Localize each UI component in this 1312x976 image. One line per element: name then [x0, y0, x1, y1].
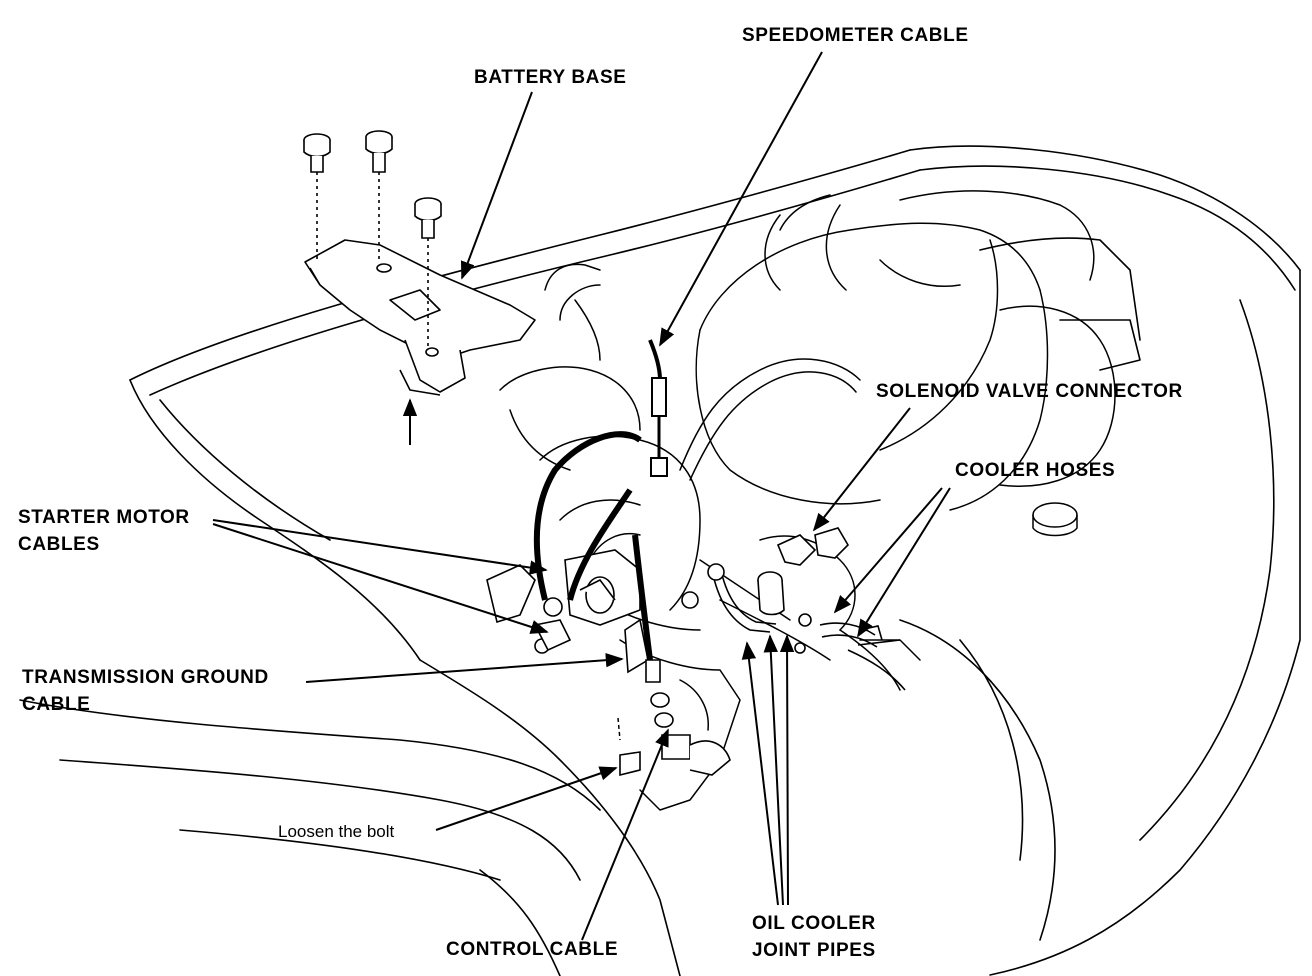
bolt-3: [415, 198, 441, 350]
solenoid-connector-part: [758, 528, 848, 615]
label-cooler-hoses: COOLER HOSES: [955, 457, 1115, 484]
label-solenoid-valve-connector: SOLENOID VALVE CONNECTOR: [876, 378, 1183, 405]
cooler-hoses-part: [820, 623, 905, 690]
label-speedometer-cable: SPEEDOMETER CABLE: [742, 22, 969, 49]
label-battery-base-text: BATTERY BASE: [474, 67, 627, 88]
battery-base-bracket: [305, 240, 535, 395]
oil-cooler-pipes-part: [682, 564, 811, 653]
leader-lines: [213, 52, 950, 940]
label-oil-cooler-joint-pipes-line-2: JOINT PIPES: [752, 940, 876, 961]
label-transmission-ground-cable-line-2: CABLE: [22, 694, 91, 715]
label-control-cable: CONTROL CABLE: [446, 936, 618, 963]
speedometer-cable-part: [650, 340, 667, 476]
label-transmission-ground-cable: TRANSMISSION GROUND CABLE: [22, 664, 269, 718]
bolt-2: [366, 131, 392, 262]
label-speedometer-cable-text: SPEEDOMETER CABLE: [742, 25, 969, 46]
label-starter-motor-cables-line-2: CABLES: [18, 534, 100, 555]
label-loosen-the-bolt-text: Loosen the bolt: [278, 822, 395, 841]
label-solenoid-valve-connector-text: SOLENOID VALVE CONNECTOR: [876, 381, 1183, 402]
engine-assembly: [500, 191, 1115, 810]
label-oil-cooler-joint-pipes-line-1: OIL COOLER: [752, 913, 876, 934]
label-starter-motor-cables: STARTER MOTOR CABLES: [18, 504, 190, 558]
label-battery-base: BATTERY BASE: [474, 64, 627, 91]
label-starter-motor-cables-line-1: STARTER MOTOR: [18, 507, 190, 528]
label-oil-cooler-joint-pipes: OIL COOLER JOINT PIPES: [752, 910, 876, 964]
label-cooler-hoses-text: COOLER HOSES: [955, 460, 1116, 481]
label-control-cable-text: CONTROL CABLE: [446, 939, 619, 960]
label-transmission-ground-cable-line-1: TRANSMISSION GROUND: [22, 667, 269, 688]
bolt-1: [304, 134, 330, 262]
label-loosen-the-bolt: Loosen the bolt: [278, 822, 394, 842]
vehicle-body-outline: [20, 146, 1300, 976]
starter-motor: [544, 550, 640, 625]
